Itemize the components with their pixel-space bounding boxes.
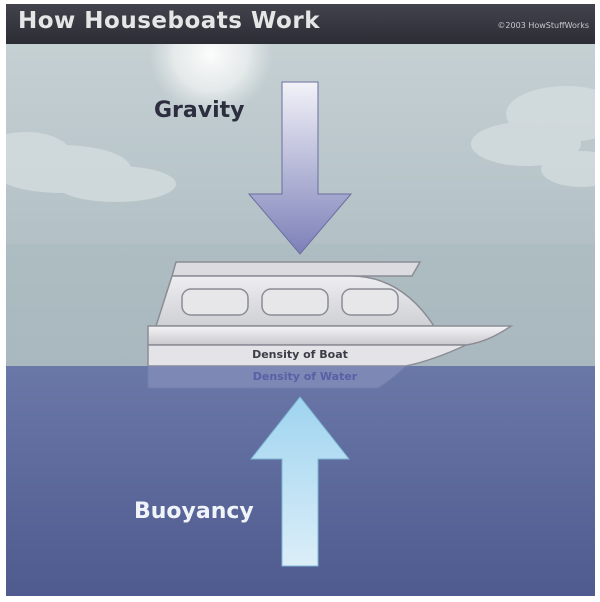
- houseboat-scene: [6, 4, 595, 596]
- buoyancy-label: Buoyancy: [134, 499, 254, 524]
- gravity-label: Gravity: [154, 98, 245, 123]
- buoyancy-arrow: [249, 396, 351, 567]
- copyright: ©2003 HowStuffWorks: [497, 21, 589, 30]
- boat-density-label: Density of Boat: [252, 348, 348, 361]
- title-bar: How Houseboats Work ©2003 HowStuffWorks: [6, 4, 595, 44]
- diagram-frame: How Houseboats Work ©2003 HowStuffWorks …: [6, 4, 595, 596]
- gravity-arrow: [247, 81, 353, 255]
- water-density-label: Density of Water: [252, 370, 358, 383]
- clouds: [6, 86, 595, 202]
- title: How Houseboats Work: [18, 8, 320, 34]
- houseboat: [147, 261, 514, 389]
